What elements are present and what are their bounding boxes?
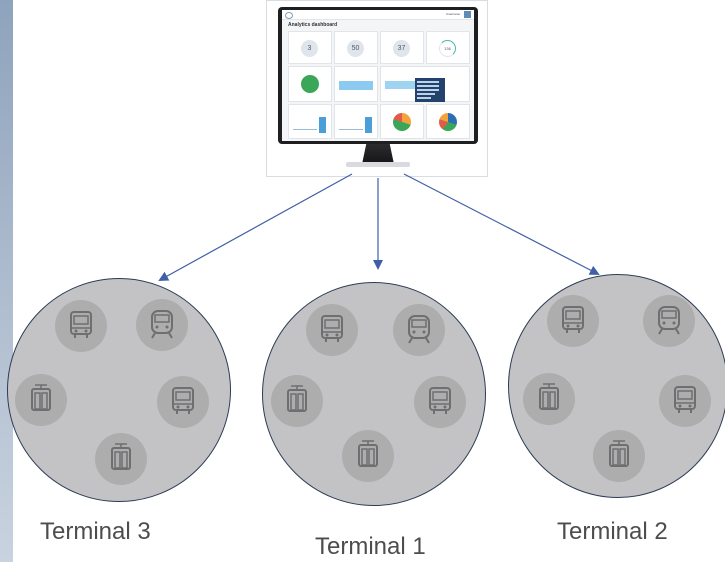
bar-chart-card-1[interactable] bbox=[288, 104, 332, 139]
kpi-value-3: 37 bbox=[393, 40, 410, 57]
pie-chart-card-2[interactable] bbox=[426, 104, 470, 139]
train-icon bbox=[393, 304, 445, 356]
pie-chart bbox=[439, 113, 457, 131]
dashboard-monitor: Username Analytics dashboard 3 50 37 136 bbox=[266, 0, 488, 177]
bar-chart-card-2[interactable] bbox=[334, 104, 378, 139]
tram-icon bbox=[523, 373, 575, 425]
bus-icon bbox=[547, 295, 599, 347]
dashboard-topbar: Username bbox=[282, 10, 474, 20]
pie-chart-card-1[interactable] bbox=[380, 104, 424, 139]
dashboard-logo-icon bbox=[285, 12, 293, 19]
terminal-1-circle[interactable] bbox=[262, 282, 486, 506]
terminal-3-label: Terminal 3 bbox=[40, 518, 151, 545]
chart-bar bbox=[365, 117, 372, 133]
train-icon bbox=[643, 295, 695, 347]
tram-icon bbox=[15, 374, 67, 426]
kpi-value-1: 3 bbox=[301, 40, 318, 57]
terminal-1-label: Terminal 1 bbox=[315, 533, 426, 560]
bus-icon bbox=[659, 375, 711, 427]
bus-icon bbox=[55, 300, 107, 352]
bus-icon bbox=[414, 376, 466, 428]
kpi-gauge: 136 bbox=[439, 40, 456, 57]
bus-icon bbox=[306, 304, 358, 356]
pie-chart bbox=[393, 113, 411, 131]
tram-icon bbox=[593, 430, 645, 482]
kpi-card-4[interactable]: 136 bbox=[426, 31, 470, 64]
status-card[interactable] bbox=[288, 66, 332, 102]
bar-strip-card[interactable] bbox=[334, 66, 378, 102]
monitor-base bbox=[346, 162, 410, 167]
tram-icon bbox=[95, 433, 147, 485]
status-circle bbox=[301, 75, 319, 93]
monitor-stand bbox=[362, 144, 394, 164]
terminal-2-circle[interactable] bbox=[508, 274, 725, 498]
avatar[interactable] bbox=[464, 11, 471, 18]
horizontal-bar bbox=[339, 81, 373, 90]
kpi-value-2: 50 bbox=[347, 40, 364, 57]
kpi-card-2[interactable]: 50 bbox=[334, 31, 378, 64]
analytics-dashboard[interactable]: Username Analytics dashboard 3 50 37 136 bbox=[282, 10, 474, 141]
monitor-screen: Username Analytics dashboard 3 50 37 136 bbox=[278, 7, 478, 144]
wide-chart-card[interactable] bbox=[380, 66, 470, 102]
dashboard-title: Analytics dashboard bbox=[288, 22, 338, 28]
dropdown-menu[interactable] bbox=[415, 78, 445, 102]
dashboard-username[interactable]: Username bbox=[446, 12, 460, 16]
bus-icon bbox=[157, 376, 209, 428]
arrow-to-terminal-2 bbox=[403, 173, 600, 275]
left-decorative-strip bbox=[0, 0, 13, 562]
tram-icon bbox=[342, 430, 394, 482]
wide-chart-bar bbox=[385, 81, 415, 89]
tram-icon bbox=[271, 375, 323, 427]
terminal-2-label: Terminal 2 bbox=[557, 518, 668, 545]
arrow-to-terminal-3 bbox=[158, 173, 353, 281]
terminal-3-circle[interactable] bbox=[7, 278, 231, 502]
kpi-card-1[interactable]: 3 bbox=[288, 31, 332, 64]
chart-bar bbox=[319, 117, 326, 133]
kpi-card-3[interactable]: 37 bbox=[380, 31, 424, 64]
train-icon bbox=[136, 299, 188, 351]
